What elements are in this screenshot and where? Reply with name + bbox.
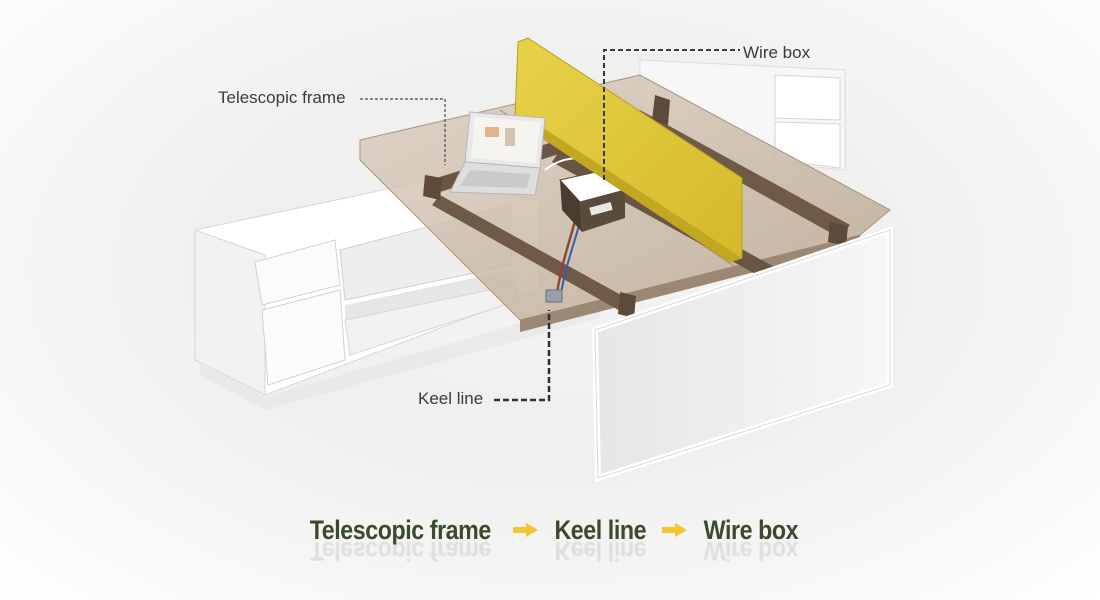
flow-step-telescopic-frame: Telescopic frame — [309, 514, 491, 545]
right-arrow-icon — [513, 523, 539, 537]
wire-box-label: Wire box — [743, 43, 811, 62]
right-arrow-icon — [661, 523, 688, 537]
flow-step-wire-box: Wire box — [703, 514, 798, 545]
leg-frame — [591, 225, 893, 483]
keel-line-label: Keel line — [418, 389, 484, 408]
reflection-step: Keel line — [554, 536, 647, 567]
telescopic-frame-label: Telescopic frame — [218, 88, 346, 107]
reflection-step: Telescopic frame — [309, 536, 491, 567]
process-flow: Telescopic frame Keel line Wire box — [0, 510, 1100, 550]
process-flow-reflection: Telescopic frame Keel line Wire box — [0, 536, 1100, 567]
flow-step-keel-line: Keel line — [554, 514, 647, 545]
callout-lines — [360, 49, 740, 402]
laptop — [449, 111, 546, 196]
reflection-step: Wire box — [703, 536, 798, 567]
